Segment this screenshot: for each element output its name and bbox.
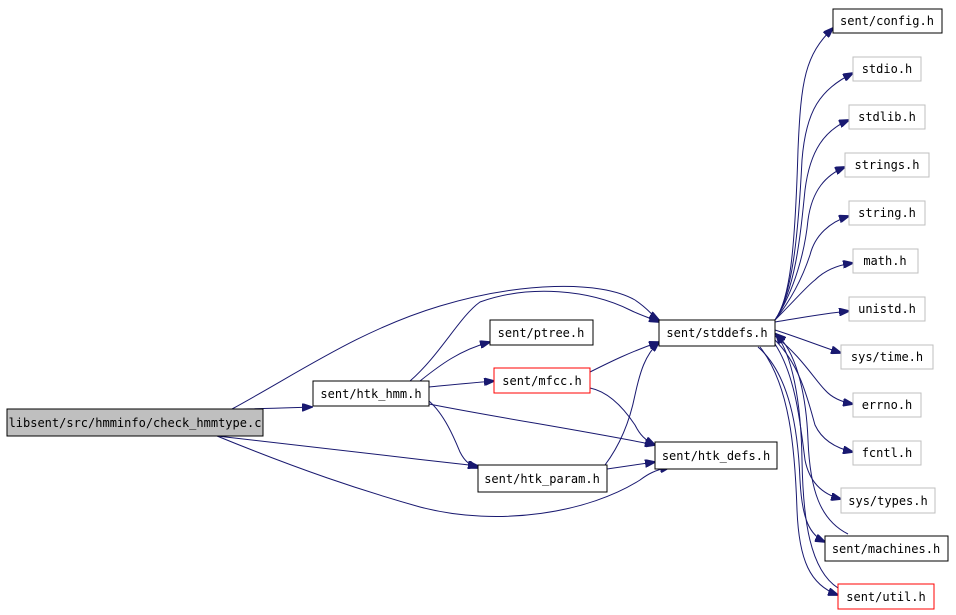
edge-root-htk_defs	[216, 435, 670, 517]
edge-mfcc-stddefs	[589, 342, 659, 373]
node-htk-hmm-label: sent/htk_hmm.h	[320, 387, 421, 401]
edge-stddefs-machines	[757, 346, 825, 542]
edge-stddefs-fcntl	[774, 339, 853, 452]
edge-stddefs-strings	[774, 167, 845, 321]
edge-htk_hmm-ptree	[419, 342, 490, 382]
node-systime-label: sys/time.h	[851, 350, 923, 364]
node-htk-param[interactable]: sent/htk_param.h	[477, 464, 608, 493]
node-fcntl-label: fcntl.h	[862, 446, 913, 460]
node-mfcc-label: sent/mfcc.h	[502, 374, 581, 388]
node-htk-defs[interactable]: sent/htk_defs.h	[654, 441, 778, 470]
node-stddefs-label: sent/stddefs.h	[666, 326, 767, 340]
edge-stddefs-config	[774, 28, 833, 321]
node-machines-label: sent/machines.h	[832, 542, 940, 556]
node-unistd[interactable]: unistd.h	[848, 296, 926, 322]
node-errno[interactable]: errno.h	[852, 392, 922, 418]
node-math-label: math.h	[863, 254, 906, 268]
node-fcntl[interactable]: fcntl.h	[852, 440, 922, 466]
node-stdlib-label: stdlib.h	[858, 110, 916, 124]
node-config-label: sent/config.h	[840, 14, 934, 28]
node-stdio-label: stdio.h	[862, 62, 913, 76]
node-htk-hmm[interactable]: sent/htk_hmm.h	[312, 380, 430, 407]
node-mfcc[interactable]: sent/mfcc.h	[493, 367, 591, 394]
node-layer: libsent/src/hmminfo/check_hmmtype.c sent…	[6, 8, 949, 610]
node-math[interactable]: math.h	[852, 248, 919, 274]
node-strings[interactable]: strings.h	[844, 152, 930, 178]
node-string[interactable]: string.h	[848, 200, 926, 226]
node-htk-defs-label: sent/htk_defs.h	[662, 449, 770, 463]
edge-layer	[216, 28, 853, 595]
edge-stddefs-stdio	[774, 73, 853, 321]
node-strings-label: strings.h	[854, 158, 919, 172]
node-ptree-label: sent/ptree.h	[498, 326, 585, 340]
node-systypes[interactable]: sys/types.h	[840, 487, 936, 514]
edge-util-stddefs	[776, 334, 839, 589]
node-root-label: libsent/src/hmminfo/check_hmmtype.c	[9, 416, 262, 430]
node-unistd-label: unistd.h	[858, 302, 916, 316]
edge-htk_param-stddefs	[604, 342, 659, 466]
node-systypes-label: sys/types.h	[848, 494, 927, 508]
node-util[interactable]: sent/util.h	[837, 583, 935, 610]
edge-stddefs-util	[759, 346, 838, 595]
edge-htk_hmm-mfcc	[428, 381, 494, 388]
node-stdio[interactable]: stdio.h	[852, 56, 922, 82]
edge-htk_hmm-stddefs	[409, 290, 659, 382]
edge-stddefs-string	[774, 216, 849, 321]
node-systime[interactable]: sys/time.h	[840, 344, 934, 370]
node-ptree[interactable]: sent/ptree.h	[489, 319, 594, 346]
node-stdlib[interactable]: stdlib.h	[848, 104, 926, 130]
edge-stddefs-errno	[774, 335, 853, 404]
edge-mfcc-htk_defs	[589, 387, 655, 445]
edge-stddefs-unistd	[774, 311, 849, 323]
node-string-label: string.h	[858, 206, 916, 220]
node-errno-label: errno.h	[862, 398, 913, 412]
edge-root-htk_param	[216, 435, 478, 466]
edge-htk_param-htk_defs	[606, 462, 655, 470]
node-config[interactable]: sent/config.h	[832, 8, 943, 34]
edge-htk_hmm-htk_param	[428, 400, 478, 468]
edge-stddefs-systypes	[774, 343, 841, 499]
edge-stddefs-math	[774, 263, 853, 321]
node-htk-param-label: sent/htk_param.h	[484, 472, 600, 486]
edge-stddefs-stdlib	[774, 120, 849, 321]
edge-machines-stddefs	[776, 334, 849, 535]
edge-htk_hmm-htk_defs	[428, 403, 655, 445]
edge-root-stddefs	[231, 285, 659, 410]
node-util-label: sent/util.h	[846, 590, 925, 604]
node-root[interactable]: libsent/src/hmminfo/check_hmmtype.c	[6, 408, 264, 437]
node-stddefs[interactable]: sent/stddefs.h	[658, 319, 776, 347]
node-machines[interactable]: sent/machines.h	[824, 535, 949, 562]
